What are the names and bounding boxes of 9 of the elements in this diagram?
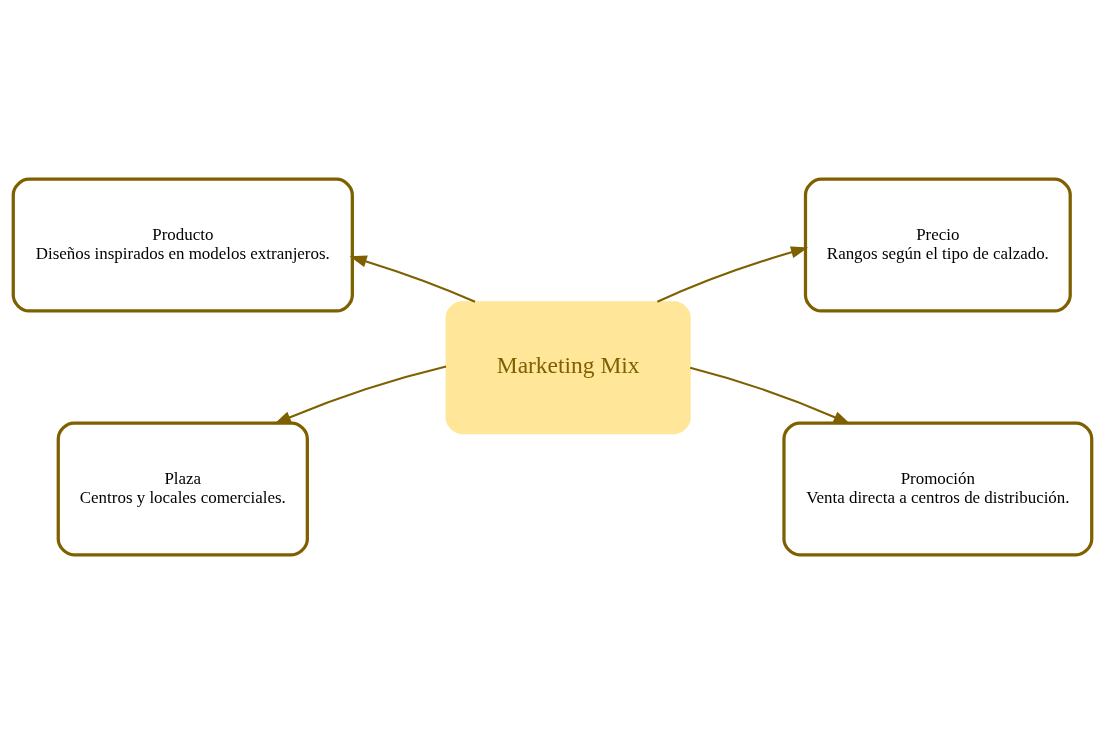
node-box: Precio Rangos según el tipo de calzado. — [803, 177, 1072, 313]
arrow — [349, 255, 476, 303]
arrow — [689, 366, 851, 424]
node-box: Marketing Mix — [445, 300, 691, 434]
node-box: Producto Diseños inspirados en modelos extranjeros. — [11, 177, 354, 313]
arrow — [273, 365, 447, 424]
node-box: Promoción Venta directa a centros de distribución. — [782, 420, 1094, 556]
arrow — [656, 245, 809, 303]
node-box: Plaza Centros y locales comerciales. — [56, 420, 309, 556]
